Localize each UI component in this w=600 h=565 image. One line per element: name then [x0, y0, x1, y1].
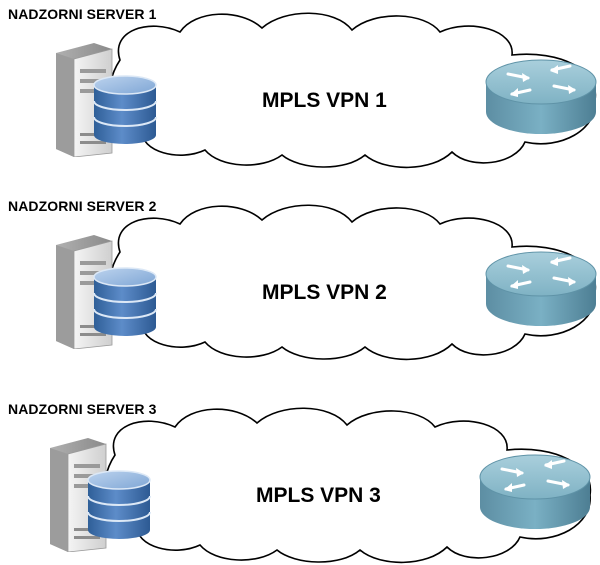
vpn-label: MPLS VPN 2	[262, 281, 387, 304]
vpn-row-2: NADZORNI SERVER 2 MPLS VPN 2	[0, 192, 600, 362]
vpn-label: MPLS VPN 3	[256, 484, 381, 507]
server-title: NADZORNI SERVER 3	[8, 401, 157, 417]
vpn-row-3: NADZORNI SERVER 3 MPLS VPN 3	[0, 395, 600, 565]
router-icon	[485, 251, 597, 326]
vpn-row-1: NADZORNI SERVER 1 MPLS VPN 1	[0, 0, 600, 170]
vpn-label: MPLS VPN 1	[262, 89, 387, 112]
server-database-icon	[56, 43, 157, 157]
server-title: NADZORNI SERVER 1	[8, 6, 157, 22]
router-icon	[479, 454, 591, 529]
server-database-icon	[50, 438, 151, 552]
router-icon	[485, 59, 597, 134]
server-title: NADZORNI SERVER 2	[8, 198, 157, 214]
server-database-icon	[56, 235, 157, 349]
cloud-shape	[103, 407, 592, 564]
